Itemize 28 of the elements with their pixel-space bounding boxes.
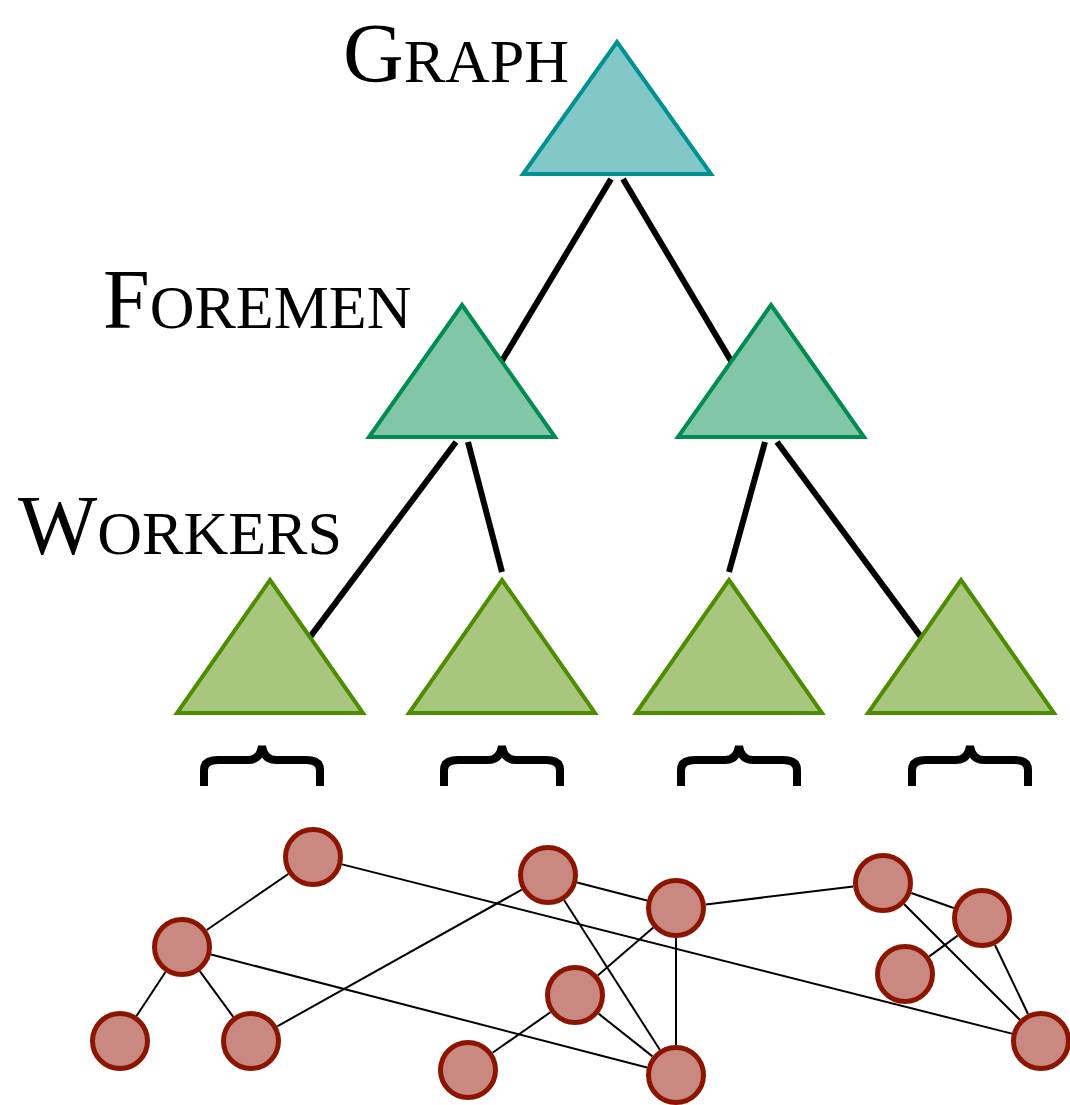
graph-edge [198, 970, 235, 1018]
hierarchy-line [465, 441, 505, 573]
graph-edge [903, 903, 1021, 1021]
level-label: FOREMEN [103, 258, 412, 342]
graph-edge [210, 953, 648, 1069]
level-label: GRAPH [343, 12, 570, 96]
graph-vertex [646, 878, 706, 938]
graph-edge [704, 885, 855, 906]
graph-edge [675, 937, 677, 1046]
graph-edge [576, 881, 648, 902]
graph-edge [928, 934, 959, 958]
graph-vertex [518, 845, 578, 905]
hierarchy-line [726, 441, 768, 573]
graph-vertex [283, 827, 343, 887]
graph-vertex [438, 1040, 498, 1100]
graph-edge [597, 1012, 654, 1058]
graph-vertex [152, 917, 212, 977]
graph-edge [596, 926, 655, 977]
graph-vertex [545, 965, 605, 1025]
graph-edge [341, 863, 1013, 1035]
graph-vertex [1011, 1011, 1070, 1071]
graph-vertex [853, 853, 913, 913]
graph-vertex [952, 888, 1012, 948]
graph-vertex [90, 1011, 150, 1071]
graph-vertex [875, 944, 935, 1004]
graph-vertex [221, 1011, 281, 1071]
graph-vertex [646, 1045, 706, 1105]
level-label: WORKERS [18, 484, 342, 568]
